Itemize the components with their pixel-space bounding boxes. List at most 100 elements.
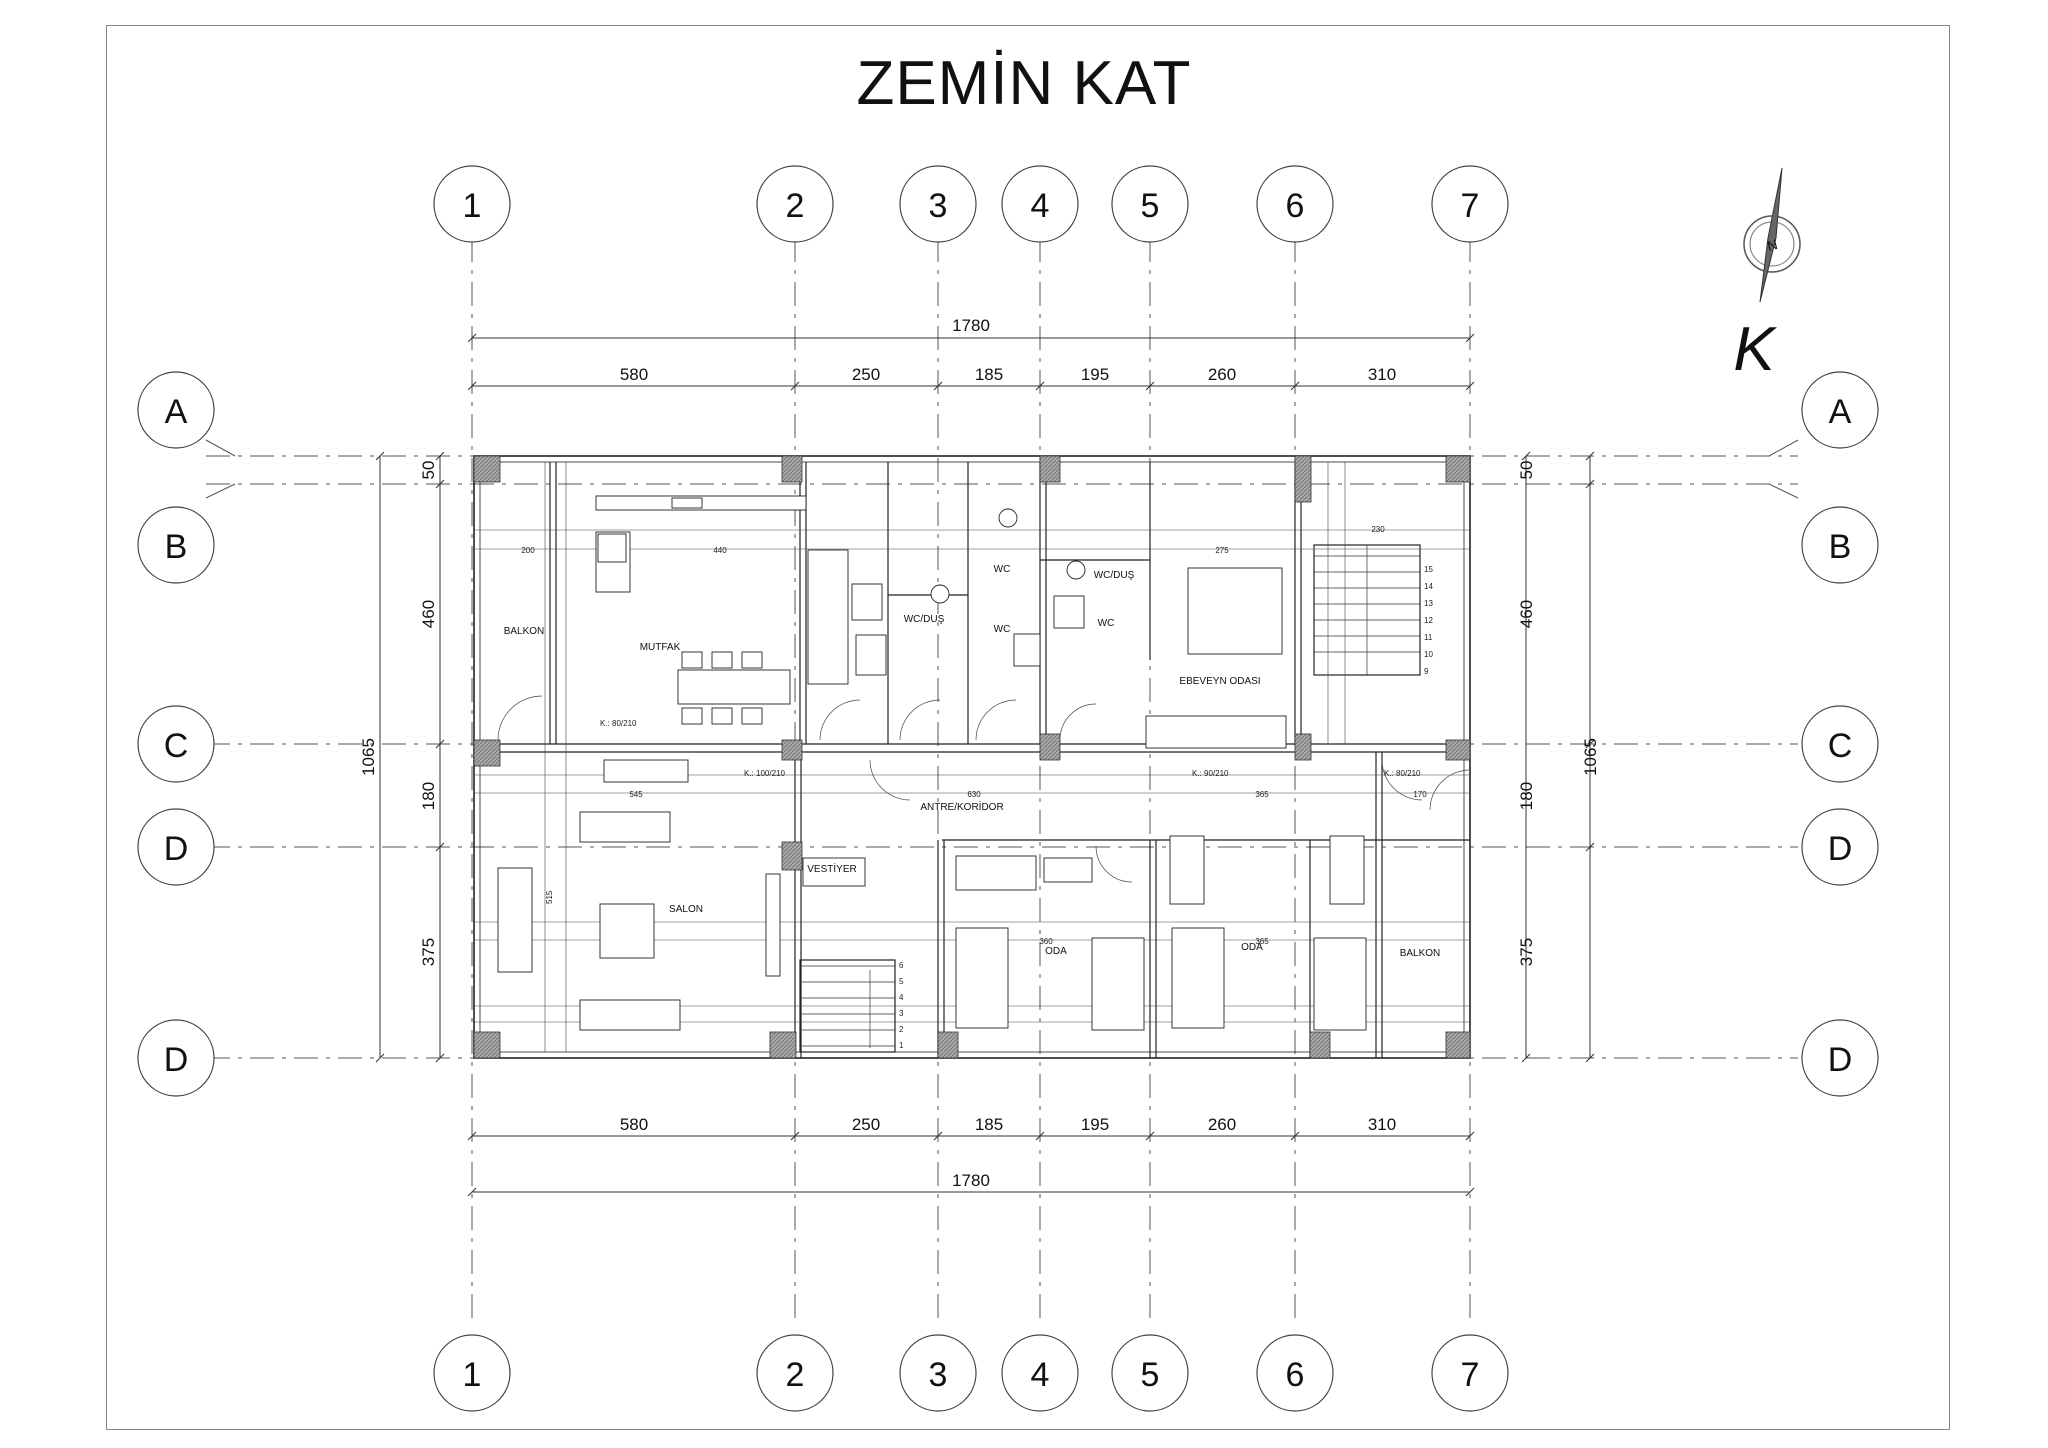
door-tag: K.: 90/210 <box>1192 769 1229 778</box>
chair <box>681 707 703 725</box>
column <box>937 1031 959 1059</box>
room-wc-dus-1: WC/DUŞ <box>904 614 945 625</box>
dim-top-seg-3: 185 <box>975 365 1003 384</box>
stair-step: 2 <box>899 1025 904 1034</box>
dim-right-seg-3: 180 <box>1517 782 1536 810</box>
bubble-1-bottom <box>433 1334 511 1412</box>
inner-dim: 630 <box>967 790 981 799</box>
bed <box>1171 927 1225 1029</box>
column <box>1445 1031 1471 1059</box>
bubble-label-1-bottom: 1 <box>463 1356 482 1394</box>
column <box>781 739 803 761</box>
tall-cabinet <box>807 549 849 685</box>
toilet <box>998 508 1018 528</box>
dim-bottom-seg-4: 195 <box>1081 1115 1109 1134</box>
bubble-label-D2-right: D <box>1828 1041 1853 1079</box>
inner-dim: 200 <box>521 546 535 555</box>
wardrobe <box>955 855 1037 891</box>
dining-table <box>677 669 791 705</box>
stair-step: 1 <box>899 1041 904 1050</box>
stairs-upper <box>1314 545 1420 675</box>
room-wc-dus-2: WC/DUŞ <box>1094 570 1135 581</box>
bubble-label-B-right: B <box>1829 528 1852 566</box>
stair-step: 14 <box>1424 582 1433 591</box>
column <box>1445 739 1471 761</box>
master-wardrobe <box>1145 715 1287 749</box>
bubble-label-2-bottom: 2 <box>786 1356 805 1394</box>
bubble-5-top <box>1111 165 1189 243</box>
bubble-label-C-right: C <box>1828 727 1853 765</box>
bubble-D2-left <box>137 1019 215 1097</box>
bubble-4-bottom <box>1001 1334 1079 1412</box>
stair-step: 13 <box>1424 599 1433 608</box>
master-bed <box>1187 567 1283 655</box>
inner-dim: 230 <box>1371 525 1385 534</box>
room-mutfak: MUTFAK <box>640 642 681 653</box>
dim-left-total: 1065 <box>359 738 378 776</box>
inner-dim: 365 <box>1255 937 1269 946</box>
chair <box>741 651 763 669</box>
bubble-B-right <box>1801 506 1879 584</box>
bubble-label-5-top: 5 <box>1141 187 1160 225</box>
column <box>1445 455 1471 483</box>
inner-dim: 440 <box>713 546 727 555</box>
bed <box>955 927 1009 1029</box>
stair-step: 5 <box>899 977 904 986</box>
bubble-2-top <box>756 165 834 243</box>
bed <box>1313 937 1367 1031</box>
chair <box>711 651 733 669</box>
room-ebeveyn: EBEVEYN ODASI <box>1179 676 1260 687</box>
bubble-label-7-top: 7 <box>1461 187 1480 225</box>
dim-left-seg-2: 460 <box>419 600 438 628</box>
bubble-label-4-bottom: 4 <box>1031 1356 1050 1394</box>
dim-bottom-seg-1: 580 <box>620 1115 648 1134</box>
dim-bottom-seg-5: 260 <box>1208 1115 1236 1134</box>
sink <box>671 497 703 509</box>
bubble-label-6-top: 6 <box>1286 187 1305 225</box>
coffee-table <box>599 903 655 959</box>
drawing-frame <box>106 25 1950 1430</box>
bubble-label-D1-left: D <box>164 830 189 868</box>
desk <box>1043 857 1093 883</box>
bench <box>603 759 689 783</box>
column <box>1039 733 1061 761</box>
column <box>473 739 501 767</box>
stair-step: 11 <box>1424 633 1433 642</box>
room-balkon-right: BALKON <box>1400 948 1441 959</box>
bubble-6-bottom <box>1256 1334 1334 1412</box>
bubble-label-D2-left: D <box>164 1041 189 1079</box>
inner-dim: 515 <box>545 890 554 904</box>
dim-top-seg-4: 195 <box>1081 365 1109 384</box>
dim-bottom-seg-6: 310 <box>1368 1115 1396 1134</box>
dim-right-total: 1065 <box>1581 738 1600 776</box>
dim-right-seg-4: 375 <box>1517 938 1536 966</box>
dim-bottom-seg-2: 250 <box>852 1115 880 1134</box>
dim-top-total: 1780 <box>952 316 990 335</box>
sofa <box>579 999 681 1031</box>
dim-bottom-seg-3: 185 <box>975 1115 1003 1134</box>
dim-left-seg-4: 375 <box>419 938 438 966</box>
bubble-label-D1-right: D <box>1828 830 1853 868</box>
room-wc-1: WC <box>994 564 1011 575</box>
bubble-3-bottom <box>899 1334 977 1412</box>
wardrobe <box>1169 835 1205 905</box>
interior-walls <box>474 462 1470 1058</box>
washbasin <box>1053 595 1085 629</box>
room-wc-2: WC <box>994 624 1011 635</box>
bubble-label-3-top: 3 <box>929 187 948 225</box>
inner-dim: 170 <box>1413 790 1427 799</box>
door-tag: K.: 80/210 <box>1384 769 1421 778</box>
room-balkon-left: BALKON <box>504 626 545 637</box>
wardrobe <box>1329 835 1365 905</box>
bubble-label-2-top: 2 <box>786 187 805 225</box>
bubble-label-3-bottom: 3 <box>929 1356 948 1394</box>
column <box>473 455 501 483</box>
bubble-3-top <box>899 165 977 243</box>
stair-step: 4 <box>899 993 904 1002</box>
drawing-title: ZEMİN KAT <box>856 49 1192 118</box>
bubble-7-bottom <box>1431 1334 1509 1412</box>
door-tag: K.: 100/210 <box>744 769 785 778</box>
column <box>781 455 803 483</box>
inner-dim: 360 <box>1039 937 1053 946</box>
